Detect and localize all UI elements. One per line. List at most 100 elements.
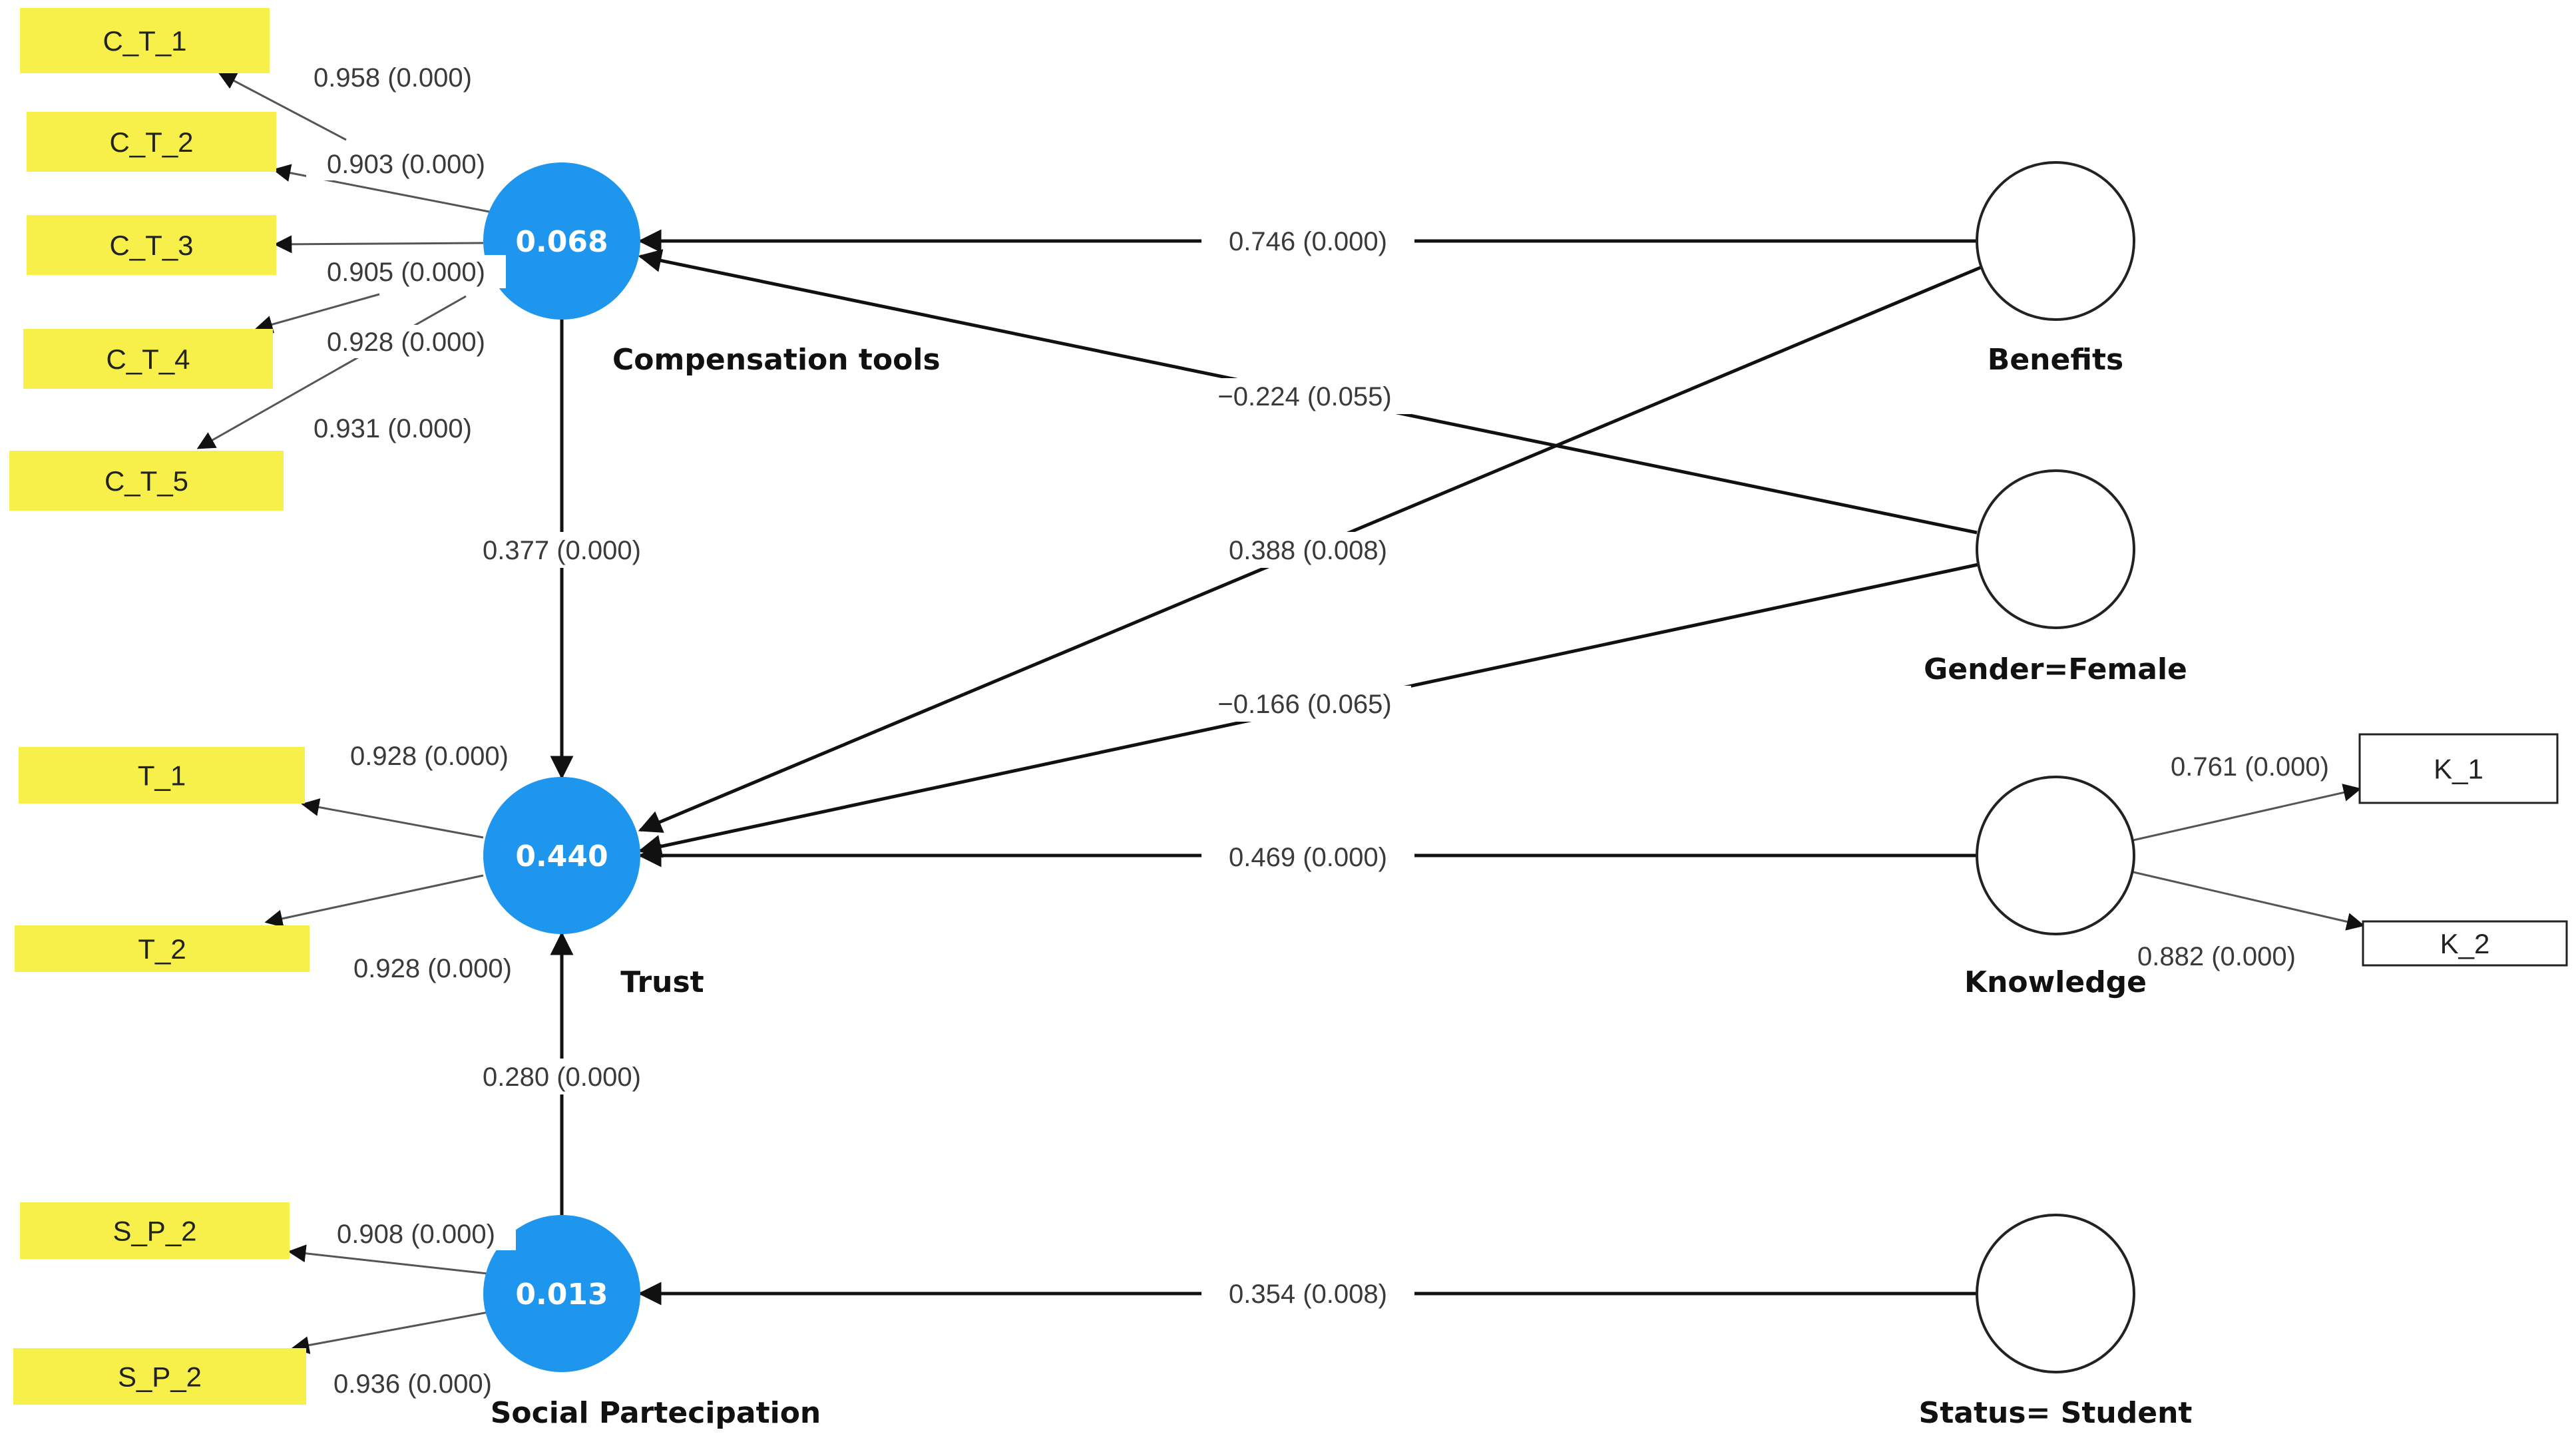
loading-arrow-ct3 <box>274 235 484 254</box>
path-coefficient-compensation-trust: 0.377 (0.000) <box>455 532 668 568</box>
loading-arrow-k1 <box>2133 784 2362 842</box>
label-background <box>1198 378 1411 414</box>
construct-name: Social Partecipation <box>491 1396 821 1430</box>
indicator-label: T_2 <box>138 933 186 965</box>
construct-name: Knowledge <box>1964 965 2147 999</box>
loading-value-k2: 0.882 (0.000) <box>2117 939 2316 973</box>
label-background <box>313 1367 513 1400</box>
construct-benefits: Benefits <box>1976 161 2135 377</box>
loading-arrow-sp2a <box>288 1244 500 1276</box>
loading-value-text: 0.903 (0.000) <box>327 150 485 179</box>
label-background <box>455 1059 668 1094</box>
construct-name: Trust <box>620 965 704 999</box>
loading-value-text: 0.928 (0.000) <box>327 328 485 357</box>
indicator-label: C_T_2 <box>109 126 193 158</box>
indicator-sp2b: S_P_2 <box>13 1348 306 1405</box>
construct-circle <box>483 1215 640 1372</box>
construct-name: Compensation tools <box>612 343 941 377</box>
indicator-label: C_T_1 <box>103 25 186 57</box>
indicator-ct2: C_T_2 <box>27 112 276 172</box>
construct-name: Gender=Female <box>1924 652 2187 686</box>
path-coefficient-text: 0.746 (0.000) <box>1229 227 1387 256</box>
loading-value-text: 0.761 (0.000) <box>2171 752 2329 782</box>
loading-value-t1: 0.928 (0.000) <box>329 739 529 772</box>
loading-value-sp2a: 0.908 (0.000) <box>316 1217 516 1250</box>
label-background <box>1201 839 1414 875</box>
label-background <box>2117 939 2316 973</box>
label-background <box>1201 532 1414 568</box>
loading-value-ct2: 0.903 (0.000) <box>306 147 506 180</box>
path-coefficient-social-trust: 0.280 (0.000) <box>455 1059 668 1094</box>
loading-arrow-ct1 <box>218 72 347 141</box>
indicator-box <box>2362 920 2568 967</box>
construct-name: Benefits <box>1988 343 2123 377</box>
indicator-box <box>19 747 305 804</box>
construct-status: Status= Student <box>1919 1214 2192 1430</box>
construct-circle <box>483 777 640 934</box>
construct-circle <box>1976 1214 2135 1373</box>
coefficient-labels: 0.746 (0.000) −0.224 (0.055) 0.377 (0.000)… <box>293 61 2350 1400</box>
label-background <box>293 411 493 445</box>
path-coefficient-benefits-trust: 0.388 (0.008) <box>1201 532 1414 568</box>
indicator-box <box>23 329 273 389</box>
path-coefficient-benefits-compensation: 0.746 (0.000) <box>1201 223 1414 259</box>
indicator-label: S_P_2 <box>118 1361 202 1393</box>
indicator-label: C_T_5 <box>105 465 188 497</box>
path-coefficient-text: −0.166 (0.065) <box>1217 690 1391 719</box>
path-coefficient-text: 0.388 (0.008) <box>1229 536 1387 565</box>
label-background <box>1201 223 1414 259</box>
indicator-t1: T_1 <box>19 747 305 804</box>
label-background <box>316 1217 516 1250</box>
construct-gender: Gender=Female <box>1924 469 2187 686</box>
path-coefficient-text: 0.280 (0.000) <box>483 1063 641 1092</box>
indicator-ct3: C_T_3 <box>27 215 276 275</box>
indicator-k1: K_1 <box>2358 733 2559 804</box>
indicator-label: K_1 <box>2434 754 2483 785</box>
construct-knowledge: Knowledge <box>1964 776 2147 999</box>
loading-value-text: 0.905 (0.000) <box>327 258 485 287</box>
indicator-box <box>2358 733 2559 804</box>
construct-circle <box>1976 776 2135 935</box>
indicator-label: S_P_2 <box>112 1216 196 1247</box>
r-squared-value: 0.013 <box>515 1278 608 1312</box>
construct-circle <box>1976 161 2135 321</box>
loading-value-text: 0.936 (0.000) <box>333 1369 492 1399</box>
label-background <box>333 951 533 985</box>
path-coefficient-gender-trust: −0.166 (0.065) <box>1198 686 1411 722</box>
loading-value-k1: 0.761 (0.000) <box>2150 750 2350 783</box>
indicator-box <box>20 8 270 73</box>
loading-value-ct5: 0.931 (0.000) <box>293 411 493 445</box>
indicator-box <box>9 451 284 511</box>
path-coefficient-text: 0.377 (0.000) <box>483 536 641 565</box>
indicator-ct4: C_T_4 <box>23 329 273 389</box>
path-coefficient-text: 0.469 (0.000) <box>1229 843 1387 872</box>
indicator-label: C_T_3 <box>109 230 193 261</box>
indicator-box <box>13 1348 306 1405</box>
label-background <box>1201 1276 1414 1312</box>
path-coefficient-knowledge-trust: 0.469 (0.000) <box>1201 839 1414 875</box>
label-background <box>306 325 506 358</box>
loading-arrow-sp2b <box>291 1309 500 1354</box>
loading-arrow-ct5 <box>196 295 467 449</box>
indicator-label: K_2 <box>2440 928 2490 959</box>
label-background <box>306 255 506 288</box>
indicator-label: C_T_4 <box>106 344 190 375</box>
label-background <box>455 532 668 568</box>
loading-arrow-t1 <box>301 798 484 839</box>
loading-value-text: 0.958 (0.000) <box>314 63 472 93</box>
indicator-box <box>27 112 276 172</box>
label-background <box>2150 750 2350 783</box>
path-coefficient-text: −0.224 (0.055) <box>1217 382 1391 411</box>
loading-value-ct3: 0.905 (0.000) <box>306 255 506 288</box>
indicator-k2: K_2 <box>2362 920 2568 967</box>
loading-value-text: 0.928 (0.000) <box>350 742 509 771</box>
indicator-boxes: C_T_1C_T_2C_T_3C_T_4C_T_5T_1T_2S_P_2S_P_… <box>9 8 2568 1405</box>
label-background <box>1198 686 1411 722</box>
indicator-sp2a: S_P_2 <box>20 1202 290 1259</box>
loading-value-sp2b: 0.936 (0.000) <box>313 1367 513 1400</box>
